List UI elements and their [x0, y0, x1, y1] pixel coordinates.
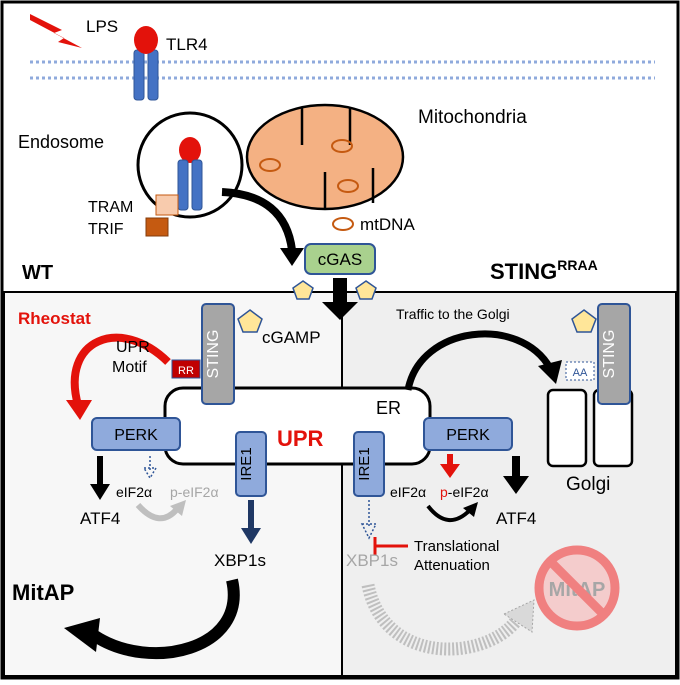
sting-box [201, 303, 235, 405]
atf4-arrowhead-rraa [503, 476, 529, 494]
prohibition-slash [547, 558, 607, 618]
ire1-box-wt [235, 431, 267, 497]
xbp1s-to-mitap-arrow [91, 578, 240, 660]
eif2a-label-rraa: eIF2α [390, 484, 426, 500]
cgamp-icon [237, 309, 263, 333]
mitap-arrowhead-rraa [502, 599, 535, 633]
sting-label-rraa: STING [601, 330, 618, 379]
rheostat-arrow [70, 333, 171, 407]
xbp1s-to-mitap-dotted-arrow [361, 583, 526, 656]
endosome-circle [136, 111, 244, 219]
aa-motif-box [565, 361, 595, 381]
wt-label: WT [22, 262, 53, 284]
mitap-arrowhead-wt [64, 618, 100, 652]
ire1-box-rraa [353, 431, 385, 497]
tlr4-label: TLR4 [166, 35, 208, 54]
upr-motif-line1: UPR [116, 339, 150, 356]
perk-box-rraa [423, 417, 513, 451]
cgamp-label: cGAMP [262, 328, 321, 347]
rr-motif-box [171, 359, 201, 379]
xbp1s-dashed-arrow [360, 500, 378, 540]
ire1-label-rraa: IRE1 [356, 447, 373, 480]
upr-label: UPR [277, 426, 324, 451]
traffic-label: Traffic to the Golgi [396, 306, 510, 322]
mitap-label-wt: MitAP [12, 580, 74, 605]
endosome-arrowhead [280, 248, 304, 266]
cgas-down-arrow [322, 278, 358, 320]
traffic-arrowhead [538, 360, 562, 384]
perk-box-wt [91, 417, 181, 451]
trif-label: TRIF [88, 221, 124, 238]
xbp1s-label-rraa: XBP1s [346, 551, 398, 570]
trif-box [145, 217, 169, 237]
lps-label: LPS [86, 17, 118, 36]
translational-label: Translational [414, 538, 499, 555]
traffic-arrow [404, 330, 554, 391]
mitochondria-label: Mitochondria [418, 107, 527, 128]
cgas-label: cGAS [318, 250, 362, 269]
endosome-to-cgas-arrow [221, 188, 296, 251]
tram-label: TRAM [88, 199, 133, 216]
peif2a-red-arrowhead [440, 464, 460, 478]
eif2a-label-wt: eIF2α [116, 484, 152, 500]
tram-box [155, 194, 179, 216]
phospho-gray-arrow [135, 502, 181, 522]
attenuation-label: Attenuation [414, 557, 490, 574]
phospho-black-arrowhead [463, 502, 478, 517]
phospho-black-arrow [426, 504, 472, 522]
golgi-label: Golgi [566, 474, 610, 495]
phospho-gray-arrowhead [170, 500, 186, 516]
mtdna-label: mtDNA [360, 215, 415, 234]
perk-label-wt: PERK [114, 427, 158, 444]
golgi-cisterna [546, 388, 588, 468]
sting-label: STING [205, 330, 222, 379]
er-label: ER [376, 398, 401, 418]
wt-panel [3, 291, 343, 677]
aa-label: AA [573, 367, 588, 379]
atf4-label-wt: ATF4 [80, 509, 120, 528]
peif2a-label-wt: p-eIF2α [170, 484, 219, 500]
endosome-tlr4 [177, 137, 203, 211]
rheostat-label: Rheostat [18, 309, 91, 328]
peif2a-label-rraa: p-eIF2α [440, 484, 489, 500]
rr-label: RR [178, 365, 194, 377]
mitochondria [245, 103, 405, 211]
ire1-label-wt: IRE1 [238, 447, 255, 480]
cgas-box [304, 243, 376, 275]
cgamp-icon [571, 309, 597, 333]
atf4-arrowhead [90, 484, 110, 500]
perk-label-rraa: PERK [446, 427, 490, 444]
sting-rraa-label: STINGRRAA [490, 257, 598, 284]
tlr4-receptor [133, 26, 159, 101]
lightning-icon [30, 14, 82, 48]
sting-box-rraa [597, 303, 631, 405]
xbp1s-label-wt: XBP1s [214, 551, 266, 570]
cgamp-icon [292, 280, 314, 300]
cgamp-icon [355, 280, 377, 300]
atf4-label-rraa: ATF4 [496, 509, 536, 528]
xbp1s-arrowhead [241, 528, 261, 544]
eif2a-dashed-arrow [142, 456, 158, 480]
endosome-label: Endosome [18, 132, 104, 152]
upr-motif-line2: Motif [112, 359, 147, 376]
mtdna-shape [332, 217, 354, 231]
rheostat-arrowhead [66, 400, 92, 420]
